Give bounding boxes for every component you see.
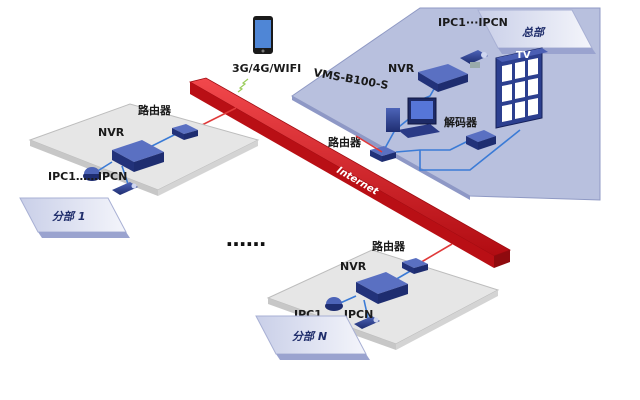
phone-label: 3G/4G/WIFI [232, 62, 301, 75]
branch1-site-label-plate: 分部 1 [19, 197, 130, 238]
branch1-ipc-label: IPC1……IPCN [48, 170, 127, 183]
hq-tv-label: TV [516, 50, 531, 61]
hq-decoder-device [466, 130, 496, 150]
branchN-nvr-label: NVR [340, 260, 367, 273]
internet-backbone: Internet [188, 77, 511, 268]
hq-ipc-camera [460, 50, 488, 68]
hq-decoder-label: 解码器 [444, 115, 478, 129]
branch1-router-label: 路由器 [138, 103, 172, 117]
branch1-router-device [172, 124, 198, 140]
hq-tv-wall [495, 47, 548, 129]
hq-site-label: 总部 [522, 26, 546, 39]
branch1-nvr-label: NVR [98, 126, 125, 139]
hq-router-label: 路由器 [328, 135, 362, 149]
more-branches-ellipsis: …… [226, 227, 266, 251]
hq-site: 总部 IPC1···IPCN NVR [291, 7, 601, 201]
branchN-bullet-camera [354, 316, 380, 329]
branch1-site: NVR 路由器 IPC1……IPCN 分部 1 [19, 103, 260, 238]
branchN-router-label: 路由器 [372, 239, 406, 253]
hq-nvr-device [418, 64, 468, 92]
hq-site-label-plate: 总部 [477, 9, 596, 54]
branchN-site: NVR 路由器 IPC1……IPCN 分部 N [255, 239, 500, 360]
branch1-dome-camera [83, 167, 101, 181]
hq-vms-computer [386, 97, 440, 138]
hq-nvr-label: NVR [388, 62, 415, 75]
branchN-site-label-plate: 分部 N [255, 315, 370, 360]
wireless-signal-icon [237, 78, 249, 93]
hq-ipc-label: IPC1···IPCN [438, 16, 508, 29]
branchN-router-device [402, 258, 428, 274]
branchN-nvr-device [356, 272, 408, 304]
branchN-site-label: 分部 N [292, 330, 327, 343]
branch1-bullet-camera [112, 182, 138, 195]
branchN-dome-camera [325, 297, 343, 311]
branch1-site-label: 分部 1 [52, 210, 85, 223]
branch1-nvr-device [112, 140, 164, 172]
mobile-phone [253, 16, 273, 54]
